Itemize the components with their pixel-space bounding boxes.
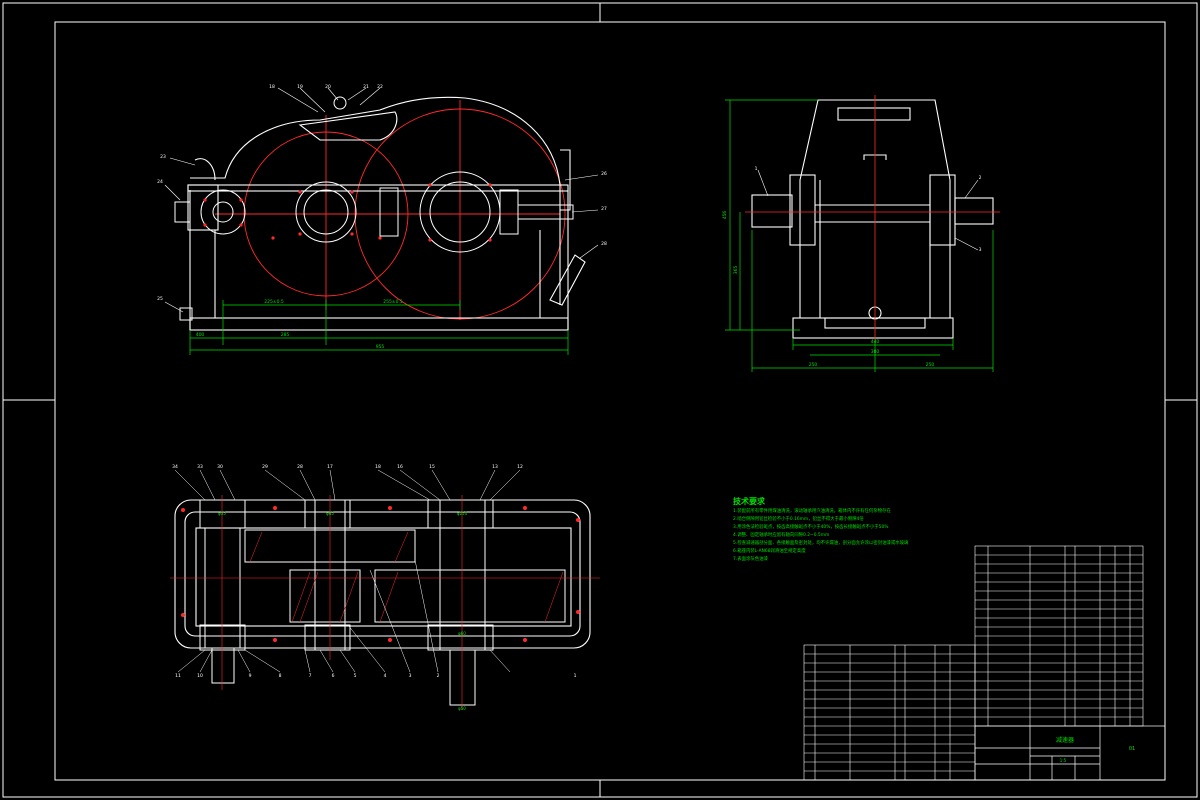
balloon: 34 [172,464,178,470]
balloon: 1 [574,673,577,679]
dim-955: 955 [376,344,385,350]
note-line: 6.箱座内装L-AN68润滑油至规定高度 [733,549,806,554]
balloon: 33 [197,464,203,470]
hidden-gear-circles [215,100,566,320]
balloon: 27 [601,206,607,212]
drawing-title: 减速器 [1056,736,1074,744]
dim-250-right: 250 [926,362,935,368]
side-dimension-texts: 456 365 250 250 440 380 [722,211,934,368]
plan-leaders [174,469,521,673]
balloon: 25 [157,296,163,302]
balloon: 9 [249,673,252,679]
balloon: 26 [601,171,607,177]
title-block [974,725,1166,781]
balloon: 4 [384,673,387,679]
balloon: 22 [377,84,383,90]
plan-dimension-texts: φ250 φ65 φ55 φ60 φ50 [218,511,467,711]
balloon: 6 [332,673,335,679]
front-dimension-lines [189,300,569,355]
balloon: 28 [297,464,303,470]
note-line: 7.表面涂灰色油漆 [733,557,768,562]
balloon: 18 [269,84,275,90]
balloon: 28 [601,241,607,247]
note-line: 4.调整、固定轴承时应留有轴向间隙0.2~0.5mm [733,533,830,538]
technical-notes: 技术要求 1.装配前所有零件用煤油清洗，滚动轴承用汽油清洗，箱体内不许有任何杂物… [733,497,973,564]
side-view: 456 365 250 250 440 380 1 2 3 [722,95,1000,372]
plan-bolts [181,506,580,642]
dim-365: 365 [733,266,739,275]
plan-view: φ250 φ65 φ55 φ60 φ50 34 33 30 29 28 [170,464,600,711]
dim-380: 380 [871,349,880,355]
balloon: 29 [262,464,268,470]
dim-phi50: φ50 [458,706,466,711]
plan-housing [174,499,591,649]
plan-shafts [199,499,566,706]
parts-list-upper [974,545,1144,727]
balloon: 11 [175,673,181,679]
balloon: 8 [279,673,282,679]
front-leaders [164,87,599,313]
balloon: 20 [325,84,331,90]
dim-phi65: φ65 [326,511,334,516]
balloon: 19 [297,84,303,90]
dim-phi250: φ250 [457,511,468,516]
note-line: 1.装配前所有零件用煤油清洗，滚动轴承用汽油清洗，箱体内不许有任何杂物存在 [733,509,891,514]
dim-225: 225±0.5 [264,299,284,305]
dim-456: 456 [722,211,728,220]
balloon: 16 [397,464,403,470]
title-block-texts: 减速器 01 1:5 [1056,736,1135,763]
plan-top-balloons: 34 33 30 29 28 17 18 16 15 13 12 [172,464,523,470]
side-centerline [745,95,1000,340]
dim-phi55: φ55 [218,511,226,516]
balloon: 3 [409,673,412,679]
balloon: 7 [309,673,312,679]
drawing-scale: 1:5 [1060,758,1067,763]
front-balloon-labels: 18 19 20 21 22 23 24 25 26 27 28 [157,84,607,302]
technical-notes-title: 技术要求 [733,497,765,506]
front-bolts [203,183,492,242]
side-leaders [757,169,979,251]
balloon: 2 [437,673,440,679]
balloon: 10 [197,673,203,679]
note-line: 5.检查减速器剖分面、各接触面及密封处，均不许漏油，剖分面允许涂以密封油漆或水玻… [733,541,909,546]
front-dimension-texts: 225±0.5 255±0.5 400 285 955 [196,299,403,350]
side-balloon-labels: 1 2 3 [755,166,982,253]
front-view: 225±0.5 255±0.5 400 285 955 18 19 20 21 … [157,84,607,355]
balloon: 15 [429,464,435,470]
balloon: 30 [217,464,223,470]
dim-285: 285 [281,332,290,338]
balloon: 23 [160,154,166,160]
plan-bottom-balloons: 11 10 9 8 7 6 5 4 3 2 1 [175,673,576,679]
plan-centerlines [170,495,600,710]
dim-250-left: 250 [809,362,818,368]
note-line: 3.用涂色法检验斑点，按齿高接触斑点不小于40%，按齿长接触斑点不小于50% [733,525,889,530]
balloon: 21 [363,84,369,90]
balloon: 1 [755,166,758,172]
balloon: 18 [375,464,381,470]
dim-255: 255±0.5 [383,299,403,305]
parts-list-lower [803,644,976,781]
balloon: 2 [979,175,982,181]
front-bearings [174,96,574,321]
dim-440: 440 [871,339,880,345]
balloon: 3 [979,247,982,253]
balloon: 5 [354,673,357,679]
dim-phi60: φ60 [458,631,466,636]
balloon: 24 [157,179,163,185]
balloon: 13 [492,464,498,470]
dim-400: 400 [196,332,205,338]
balloon: 17 [327,464,333,470]
note-line: 2.啮合侧隙用铅丝检验不小于0.16mm，铅丝不得大于最小侧隙4倍 [733,517,864,522]
side-housing [751,99,994,339]
balloon: 12 [517,464,523,470]
drawing-number: 01 [1129,746,1135,752]
side-dimension-lines [725,99,994,372]
plan-hatching [249,531,564,623]
